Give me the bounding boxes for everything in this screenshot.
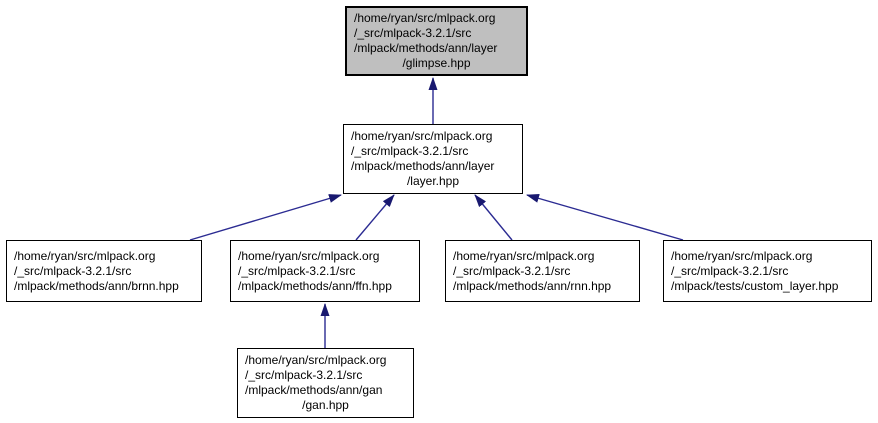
- node-path-line: /home/ryan/src/mlpack.org: [238, 248, 380, 263]
- node-path-line: /home/ryan/src/mlpack.org: [354, 11, 496, 25]
- node-glimpse-hpp: /home/ryan/src/mlpack.org /_src/mlpack-3…: [345, 6, 528, 76]
- node-layer-hpp[interactable]: /home/ryan/src/mlpack.org /_src/mlpack-3…: [343, 124, 523, 194]
- node-path-line: /mlpack/methods/ann/layer: [351, 159, 495, 173]
- edge-custom-layer-to-layer: [526, 194, 684, 241]
- node-path-line: /mlpack/methods/ann/brnn.hpp: [14, 278, 179, 293]
- node-path-line: /_src/mlpack-3.2.1/src: [671, 263, 789, 278]
- node-path-line: /layer.hpp: [406, 174, 460, 188]
- node-custom-layer-hpp[interactable]: /home/ryan/src/mlpack.org /_src/mlpack-3…: [663, 240, 872, 302]
- node-brnn-hpp[interactable]: /home/ryan/src/mlpack.org /_src/mlpack-3…: [6, 240, 202, 302]
- node-path-line: /glimpse.hpp: [402, 56, 471, 70]
- node-path-line: /home/ryan/src/mlpack.org: [14, 248, 156, 263]
- node-rnn-hpp[interactable]: /home/ryan/src/mlpack.org /_src/mlpack-3…: [445, 240, 640, 302]
- node-path-line: /_src/mlpack-3.2.1/src: [453, 263, 571, 278]
- node-gan-hpp[interactable]: /home/ryan/src/mlpack.org /_src/mlpack-3…: [237, 348, 414, 418]
- node-path-line: /mlpack/methods/ann/gan: [245, 383, 383, 397]
- edge-ffn-to-layer: [355, 194, 395, 241]
- node-path-line: /home/ryan/src/mlpack.org: [453, 248, 595, 263]
- node-path-line: /_src/mlpack-3.2.1/src: [14, 263, 132, 278]
- node-path-line: /gan.hpp: [302, 398, 349, 412]
- node-path-line: /_src/mlpack-3.2.1/src: [351, 144, 469, 158]
- node-path-line: /home/ryan/src/mlpack.org: [245, 353, 387, 367]
- node-path-line: /home/ryan/src/mlpack.org: [671, 248, 813, 263]
- edge-rnn-to-layer: [474, 194, 513, 241]
- node-path-line: /home/ryan/src/mlpack.org: [351, 129, 493, 143]
- node-path-line: /mlpack/tests/custom_layer.hpp: [671, 278, 839, 293]
- node-path-line: /mlpack/methods/ann/rnn.hpp: [453, 278, 612, 293]
- node-path-line: /mlpack/methods/ann/layer: [354, 41, 498, 55]
- node-path-line: /_src/mlpack-3.2.1/src: [245, 368, 363, 382]
- node-path-line: /mlpack/methods/ann/ffn.hpp: [238, 278, 392, 293]
- node-path-line: /_src/mlpack-3.2.1/src: [238, 263, 356, 278]
- edge-brnn-to-layer: [189, 194, 342, 241]
- node-path-line: /_src/mlpack-3.2.1/src: [354, 26, 472, 40]
- node-ffn-hpp[interactable]: /home/ryan/src/mlpack.org /_src/mlpack-3…: [230, 240, 420, 302]
